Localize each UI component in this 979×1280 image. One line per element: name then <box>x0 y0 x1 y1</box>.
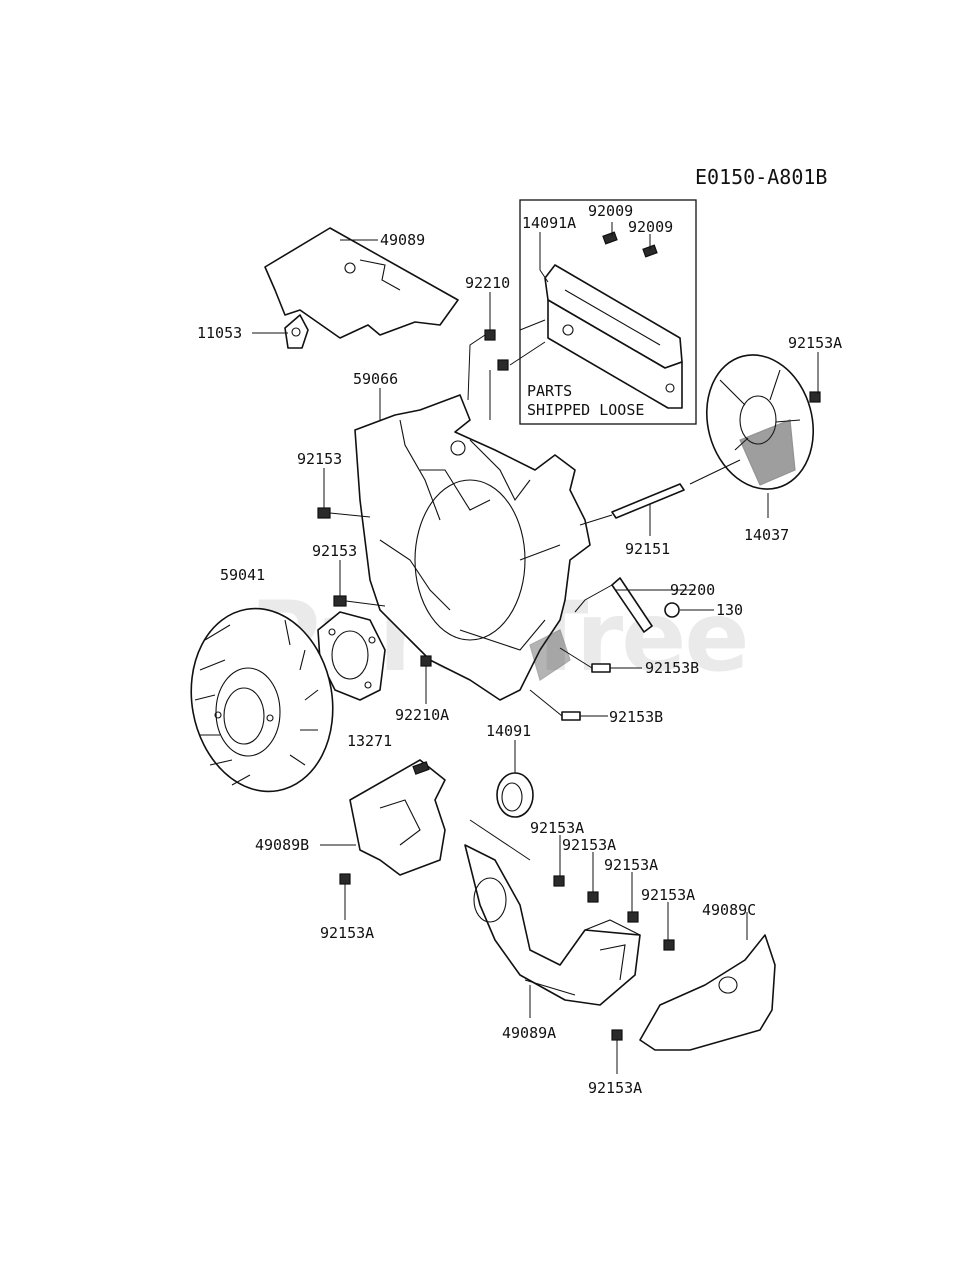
nut-130 <box>664 602 680 618</box>
screw-92153A-left <box>339 873 351 885</box>
label-92153-b: 92153 <box>312 542 357 560</box>
fan-59041 <box>190 607 334 793</box>
screw-92153A-m4 <box>663 939 675 951</box>
label-92153A-m1: 92153A <box>530 819 584 837</box>
plate-14091A <box>544 264 683 409</box>
collar-14091 <box>496 772 534 818</box>
label-92200: 92200 <box>670 581 715 599</box>
screw-92210-b <box>497 359 509 371</box>
label-92153-a: 92153 <box>297 450 342 468</box>
label-59041: 59041 <box>220 566 265 584</box>
cover-49089 <box>264 227 459 339</box>
label-92153A-m2: 92153A <box>562 836 616 854</box>
cover-49089B <box>349 759 446 876</box>
screw-92009-a <box>602 231 618 245</box>
part-labels: 49089 11053 14091A 92009 92009 92210 921… <box>197 202 842 1097</box>
label-92153B-a: 92153B <box>645 659 699 677</box>
label-13271: 13271 <box>347 732 392 750</box>
screw-92153A-bottom <box>611 1029 623 1041</box>
screen-14037 <box>705 354 815 490</box>
label-92153A-top: 92153A <box>788 334 842 352</box>
bracket-11053 <box>284 314 309 349</box>
screw-92153-b <box>333 595 347 607</box>
label-14091: 14091 <box>486 722 531 740</box>
screw-92153A-m1 <box>553 875 565 887</box>
screw-92153A-top <box>809 391 821 403</box>
box-note-line2: SHIPPED LOOSE <box>527 401 644 419</box>
label-92210: 92210 <box>465 274 510 292</box>
label-92009-b: 92009 <box>628 218 673 236</box>
label-92153A-left: 92153A <box>320 924 374 942</box>
label-92009-a: 92009 <box>588 202 633 220</box>
screw-92153B-a <box>591 663 611 673</box>
rod-92151 <box>611 483 685 519</box>
box-note-line1: PARTS <box>527 382 572 400</box>
label-59066: 59066 <box>353 370 398 388</box>
label-92210A: 92210A <box>395 706 449 724</box>
label-14091A: 14091A <box>522 214 576 232</box>
label-49089B: 49089B <box>255 836 309 854</box>
screw-92153B-b <box>561 711 581 721</box>
label-92153B-b: 92153B <box>609 708 663 726</box>
label-92153A-bottom: 92153A <box>588 1079 642 1097</box>
screw-92153-a <box>317 507 331 519</box>
label-130: 130 <box>716 601 743 619</box>
label-49089: 49089 <box>380 231 425 249</box>
screw-92210-a <box>484 329 496 341</box>
label-49089C: 49089C <box>702 901 756 919</box>
leader-lines <box>252 222 819 1074</box>
screw-92153A-m3 <box>627 911 639 923</box>
bracket-92200 <box>611 577 653 633</box>
plate-13271 <box>317 611 386 701</box>
label-49089A: 49089A <box>502 1024 556 1042</box>
screw-92009-b <box>642 244 658 258</box>
screw-92153A-m2 <box>587 891 599 903</box>
diagram-code: E0150-A801B <box>695 165 827 189</box>
label-92153A-m4: 92153A <box>641 886 695 904</box>
shroud-59066 <box>354 394 591 701</box>
screw-92210A <box>420 655 432 667</box>
cover-49089C <box>639 934 776 1051</box>
label-14037: 14037 <box>744 526 789 544</box>
bracket-49089A <box>464 844 641 1006</box>
label-92153A-m3: 92153A <box>604 856 658 874</box>
label-11053: 11053 <box>197 324 242 342</box>
shipped-loose-box: PARTS SHIPPED LOOSE <box>519 199 697 425</box>
label-92151: 92151 <box>625 540 670 558</box>
